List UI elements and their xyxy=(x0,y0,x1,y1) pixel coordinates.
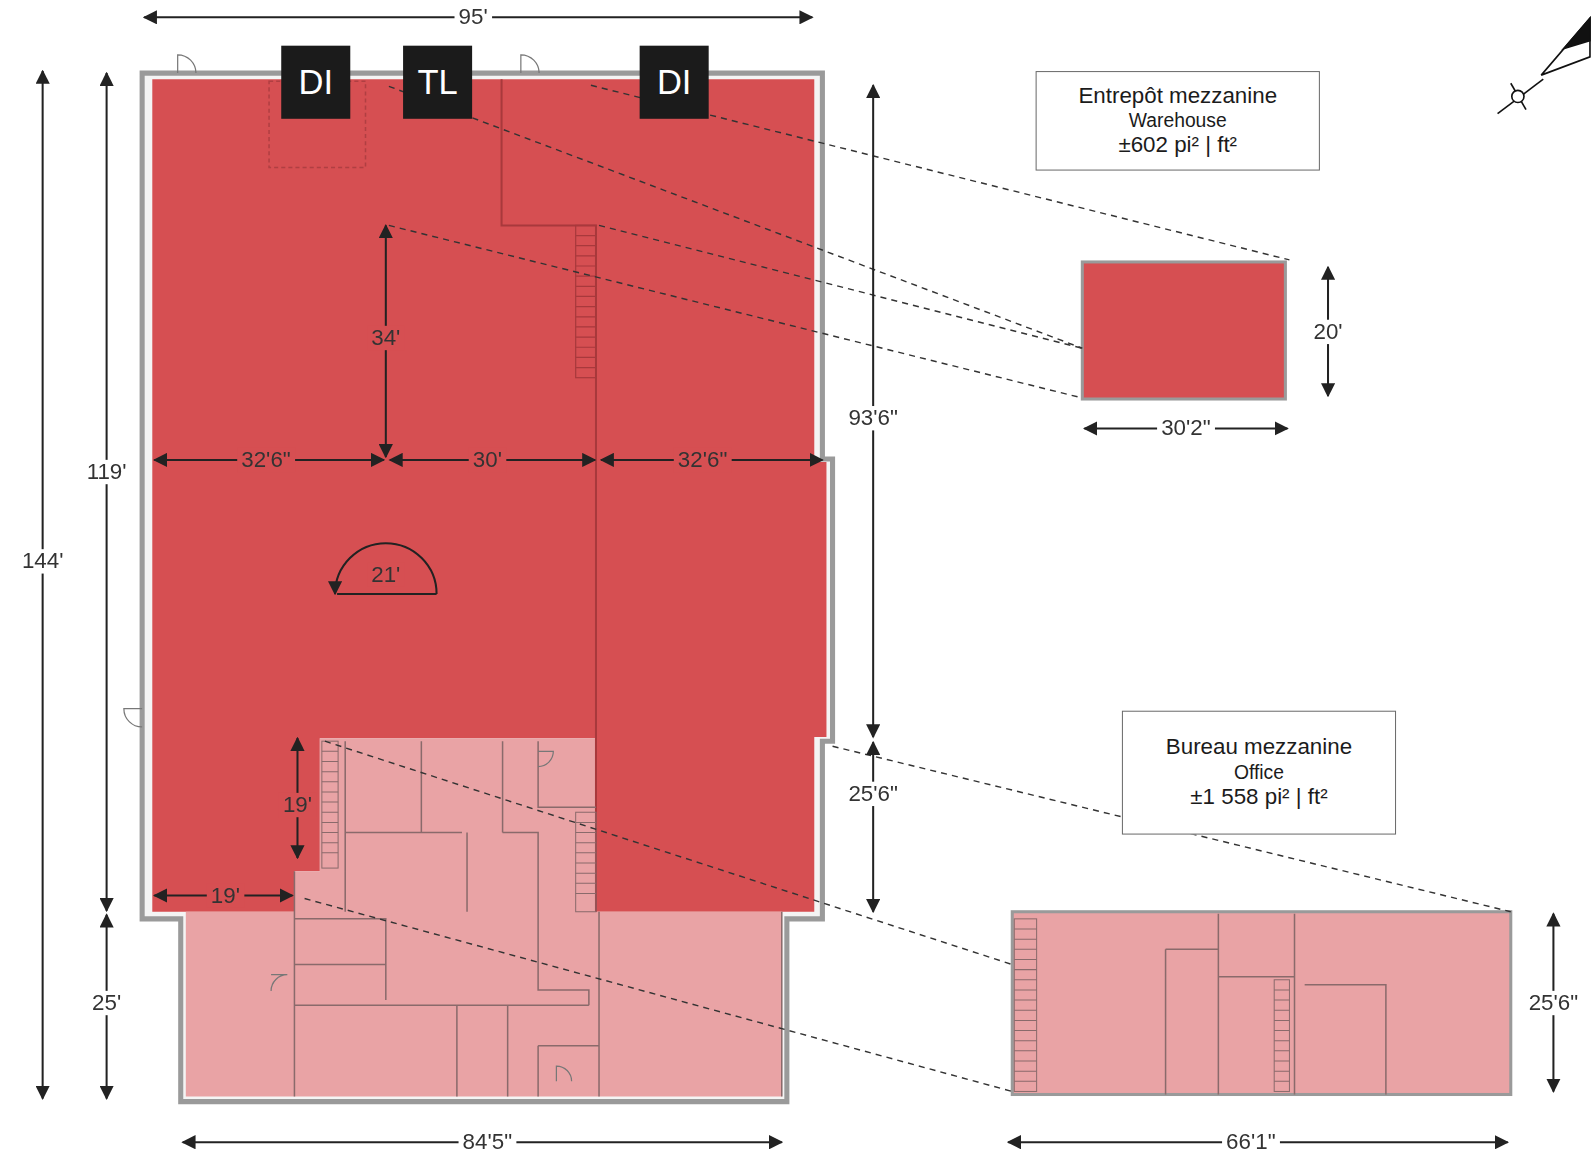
leader-line xyxy=(305,85,1511,1091)
stair xyxy=(576,225,596,377)
warehouse-mezzanine xyxy=(1082,262,1285,399)
dimension-label: 25'6" xyxy=(1525,991,1583,1016)
dimension-label: 32'6" xyxy=(674,448,732,473)
dimension-line xyxy=(43,17,1554,1142)
dimension-line xyxy=(106,73,108,911)
door-swing xyxy=(521,55,539,73)
stair xyxy=(1014,929,1036,1081)
dimension-label: 144' xyxy=(18,549,68,574)
stair xyxy=(1274,990,1289,1081)
interior-wall xyxy=(1166,914,1386,1095)
stair xyxy=(576,225,596,377)
dimension-label: 32'6" xyxy=(237,448,295,473)
callout-text: Bureau mezzanine xyxy=(1166,734,1352,761)
callout-text: ±1 558 pi² | ft² xyxy=(1190,784,1327,811)
door-swing xyxy=(178,55,196,73)
stair xyxy=(1014,919,1289,1092)
leader-line xyxy=(389,225,1082,398)
stair xyxy=(1274,980,1289,1092)
dimension-line xyxy=(42,71,44,1098)
door-code: DI xyxy=(299,62,334,103)
dimension-label: 93'6" xyxy=(844,406,902,431)
stair xyxy=(576,822,596,893)
dimension-label: 95' xyxy=(455,5,492,30)
dimension-label: 30' xyxy=(469,448,506,473)
callout-text: Entrepôt mezzanine xyxy=(1078,82,1277,109)
leader-line xyxy=(389,86,1082,348)
door-code: DI xyxy=(657,62,692,103)
dimension-label: 84'5" xyxy=(459,1130,517,1155)
dimension-label: 66'1" xyxy=(1222,1130,1280,1155)
callout-text: Warehouse xyxy=(1129,109,1227,132)
dimension-label: 119' xyxy=(83,460,131,485)
leader-line xyxy=(325,741,1012,964)
leader-line xyxy=(305,899,1013,1092)
turning-radius xyxy=(337,593,437,595)
leader-line xyxy=(599,225,1082,348)
dimension-label: 20' xyxy=(1309,320,1346,345)
door-swing xyxy=(124,55,572,1081)
north-arrow xyxy=(1498,18,1590,113)
door-swing xyxy=(271,975,287,991)
north-arrow xyxy=(1564,18,1590,48)
stair xyxy=(576,236,596,368)
dimension-line xyxy=(872,742,874,912)
stair xyxy=(322,741,596,912)
north-arrow xyxy=(1541,18,1590,75)
door-swing xyxy=(556,1066,571,1081)
dimension-label: 30'2" xyxy=(1157,416,1215,441)
door-tag: DI xyxy=(281,46,350,119)
dimension-label: 19' xyxy=(207,883,244,908)
area-callout: Bureau mezzanineOffice±1 558 pi² | ft² xyxy=(1122,711,1396,835)
door-swing xyxy=(124,709,142,727)
door-tag: TL xyxy=(403,46,472,119)
stair xyxy=(1014,919,1036,1092)
office-mezzanine xyxy=(1012,912,1511,1095)
partition-wall xyxy=(502,79,596,912)
dimension-label: 25' xyxy=(88,991,125,1016)
door-swing xyxy=(538,751,553,766)
stair xyxy=(576,812,596,912)
interior-wall xyxy=(294,741,781,1096)
north-arrow xyxy=(1511,83,1526,109)
stair xyxy=(322,741,338,868)
north-arrow xyxy=(1498,79,1544,114)
dimension-label: 25'6" xyxy=(844,782,902,807)
dimension-label: 34' xyxy=(367,326,404,351)
door-code: TL xyxy=(417,62,457,103)
area-callout: Entrepôt mezzanineWarehouse±602 pi² | ft… xyxy=(1036,71,1320,171)
office-area xyxy=(186,738,782,1096)
door-tag: DI xyxy=(640,46,709,119)
building-wall xyxy=(142,73,832,1102)
turning-radius xyxy=(335,543,437,594)
dimension-label: 21' xyxy=(367,562,404,587)
dimension-label: 19' xyxy=(279,793,316,818)
callout-text: ±602 pi² | ft² xyxy=(1118,132,1237,159)
stair xyxy=(322,751,338,853)
north-arrow xyxy=(1512,90,1524,102)
callout-text: Office xyxy=(1234,761,1284,784)
